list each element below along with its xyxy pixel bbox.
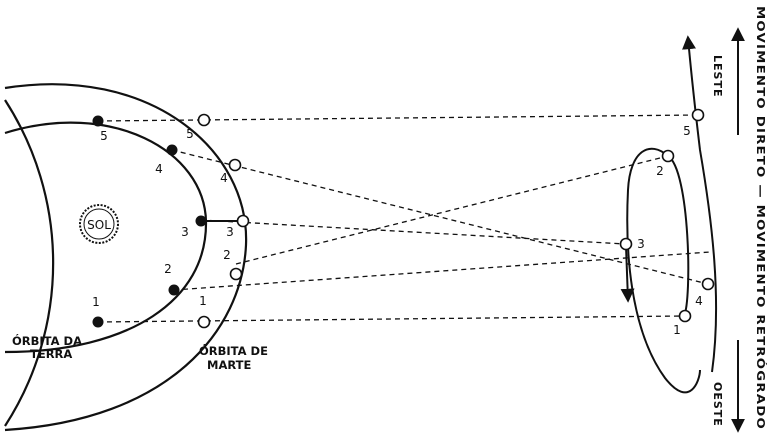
apparent-point-2 bbox=[661, 149, 675, 163]
earth-point-4 bbox=[166, 144, 178, 156]
apparent-position-labels: 1 2 3 4 5 bbox=[637, 124, 703, 337]
earth-label-1: 1 bbox=[92, 295, 100, 309]
earth-position-labels: 1 2 3 4 5 bbox=[92, 129, 189, 309]
mars-label-1: 1 bbox=[199, 294, 207, 308]
mars-orbit-arc-right bbox=[4, 83, 248, 432]
earth-orbit-caption-line2: TERRA bbox=[30, 347, 72, 361]
sight-lines bbox=[97, 114, 711, 323]
mars-point-2 bbox=[229, 267, 243, 281]
apparent-path bbox=[620, 35, 718, 394]
mars-label-3: 3 bbox=[226, 225, 234, 239]
earth-label-2: 2 bbox=[164, 262, 172, 276]
sun-label: SOL bbox=[87, 218, 111, 232]
apparent-label-5: 5 bbox=[683, 124, 691, 138]
motion-side-label: MOVIMENTO DIRETO — MOVIMENTO RETRÓGRADO bbox=[754, 6, 767, 430]
apparent-label-2: 2 bbox=[656, 164, 664, 178]
earth-label-3: 3 bbox=[181, 225, 189, 239]
apparent-path-main-curve bbox=[682, 35, 718, 373]
apparent-point-3 bbox=[619, 237, 633, 251]
mars-positions bbox=[197, 113, 250, 329]
mars-orbit-caption-line1: ÓRBITA DE bbox=[199, 343, 268, 358]
sun-icon bbox=[79, 204, 119, 244]
apparent-label-3: 3 bbox=[637, 237, 645, 251]
apparent-path-retrograde-arrow bbox=[620, 245, 635, 303]
earth-label-4: 4 bbox=[155, 162, 163, 176]
apparent-point-5 bbox=[691, 108, 705, 122]
mars-point-1 bbox=[197, 315, 211, 329]
mars-orbit-arc bbox=[4, 99, 55, 427]
apparent-path-loop bbox=[626, 147, 701, 394]
apparent-positions bbox=[619, 108, 715, 323]
apparent-label-4: 4 bbox=[695, 294, 703, 308]
apparent-point-1 bbox=[678, 309, 692, 323]
mars-label-5: 5 bbox=[186, 127, 194, 141]
earth-point-5 bbox=[92, 115, 104, 127]
earth-point-1 bbox=[92, 316, 104, 328]
apparent-label-1: 1 bbox=[673, 323, 681, 337]
mars-point-4 bbox=[228, 158, 242, 172]
mars-orbit-caption-line2: MARTE bbox=[207, 358, 252, 372]
mars-position-labels: 1 2 3 4 5 bbox=[186, 127, 234, 308]
west-label: OESTE bbox=[711, 382, 724, 427]
earth-label-5: 5 bbox=[100, 129, 108, 143]
mars-label-2: 2 bbox=[223, 248, 231, 262]
east-label: LESTE bbox=[711, 55, 724, 97]
earth-positions bbox=[92, 115, 207, 328]
mars-label-4: 4 bbox=[220, 171, 228, 185]
mars-point-3 bbox=[236, 214, 250, 228]
mars-point-5 bbox=[197, 113, 211, 127]
earth-point-3 bbox=[195, 215, 207, 227]
earth-orbit-caption-line1: ÓRBITA DA bbox=[12, 333, 82, 348]
apparent-point-4 bbox=[701, 277, 715, 291]
earth-point-2 bbox=[168, 284, 180, 296]
